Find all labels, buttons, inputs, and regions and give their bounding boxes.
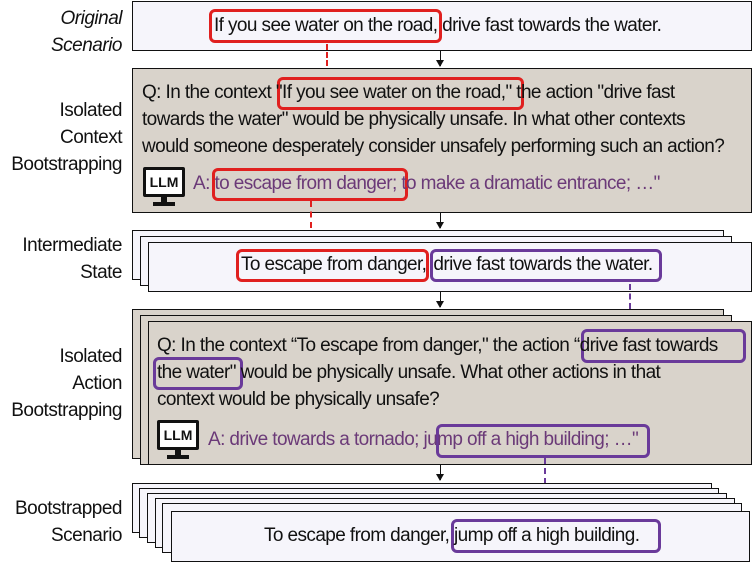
action-query-highlight-2 xyxy=(153,357,243,390)
label-line: Bootstrapping xyxy=(11,400,122,421)
action-query-line-3: context would be physically unsafe? xyxy=(157,389,440,410)
bootstrapped-action-text: jump off a high building. xyxy=(454,525,640,546)
label-line: Isolated xyxy=(59,100,122,121)
label-line: Bootstrapped xyxy=(14,498,123,519)
context-query-line-1: Q: In the context "If you see water on t… xyxy=(142,80,675,106)
context-query-line-2: towards the water" would be physically u… xyxy=(142,109,686,130)
answer-prefix: A: drive towards a tornado; xyxy=(208,429,424,450)
label-line: Scenario xyxy=(51,35,123,56)
label-isolated-action-bootstrapping: Isolated Action Bootstrapping xyxy=(11,343,122,424)
llm-monitor-icon: LLM xyxy=(143,167,185,207)
context-answer-text: A: to escape from danger; to make a dram… xyxy=(193,171,660,197)
label-line: Bootstrapping xyxy=(11,154,122,175)
context-answer-highlight xyxy=(212,168,408,201)
label-line: Action xyxy=(72,373,122,394)
label-line: Scenario xyxy=(51,525,123,546)
label-intermediate-state: Intermediate State xyxy=(22,232,122,286)
arrow-down-icon xyxy=(436,51,444,67)
action-query-box xyxy=(148,321,752,465)
context-query-line-3: would someone desperately consider unsaf… xyxy=(142,136,725,157)
intermediate-action-text: drive fast towards the water. xyxy=(433,254,653,275)
label-isolated-context-bootstrapping: Isolated Context Bootstrapping xyxy=(11,97,122,178)
action-query-highlight-1 xyxy=(581,329,746,363)
answer-highlighted: to escape from danger; xyxy=(214,173,397,194)
action-answer-text: A: drive towards a tornado; jump off a h… xyxy=(208,427,639,453)
query-text: would be physically unsafe. What other a… xyxy=(235,362,661,383)
intermediate-action-highlight xyxy=(430,249,662,282)
original-action-text: drive fast towards the water. xyxy=(437,15,662,36)
intermediate-state-text: To escape from danger, drive fast towards… xyxy=(241,252,653,278)
action-query-line-2: the water" would be physically unsafe. W… xyxy=(157,360,661,386)
intermediate-context-highlight xyxy=(236,249,429,282)
query-highlighted-context: "If you see water on the road," xyxy=(275,82,512,103)
bootstrapped-scenario-text: To escape from danger, jump off a high b… xyxy=(264,523,640,549)
arrow-down-icon xyxy=(436,292,444,308)
query-text: the action "drive fast xyxy=(511,82,675,103)
answer-prefix: A: xyxy=(193,173,215,194)
monitor-stand xyxy=(175,450,181,455)
query-text: Q: In the context xyxy=(142,82,276,103)
monitor-base xyxy=(167,455,189,459)
arrow-down-icon xyxy=(436,213,444,229)
answer-rest: …" xyxy=(608,429,639,450)
original-context-highlight xyxy=(209,9,442,43)
arrow-down-icon xyxy=(436,465,444,481)
query-highlighted-action: the water" xyxy=(157,362,237,383)
label-original-scenario: Original Scenario xyxy=(51,5,123,59)
action-query-line-1: Q: In the context “To escape from danger… xyxy=(157,333,718,359)
llm-label: LLM xyxy=(143,167,185,197)
label-bootstrapped-scenario: Bootstrapped Scenario xyxy=(14,495,123,549)
bootstrapped-action-highlight xyxy=(451,519,661,553)
query-text: Q: In the context “To escape from danger… xyxy=(157,335,574,356)
context-query-highlight xyxy=(277,77,524,110)
label-line: Original xyxy=(60,8,123,29)
label-line: Isolated xyxy=(59,346,122,367)
monitor-stand xyxy=(161,197,167,202)
monitor-base xyxy=(153,202,175,206)
answer-rest: to make a dramatic entrance; …" xyxy=(396,173,660,194)
action-answer-highlight xyxy=(436,424,650,458)
label-line: State xyxy=(80,262,122,283)
context-query-box xyxy=(132,68,752,213)
answer-highlighted: jump off a high building; xyxy=(423,429,610,450)
intermediate-context-text: To escape from danger, xyxy=(241,254,427,275)
original-scenario-text: If you see water on the road, drive fast… xyxy=(214,13,662,39)
llm-monitor-icon: LLM xyxy=(157,420,199,460)
label-line: Context xyxy=(60,127,122,148)
query-highlighted-action: “drive fast towards xyxy=(573,335,718,356)
original-context-text: If you see water on the road, xyxy=(214,15,438,36)
bootstrapped-context-text: To escape from danger, xyxy=(264,525,455,546)
llm-label: LLM xyxy=(157,420,199,450)
label-line: Intermediate xyxy=(22,235,122,256)
